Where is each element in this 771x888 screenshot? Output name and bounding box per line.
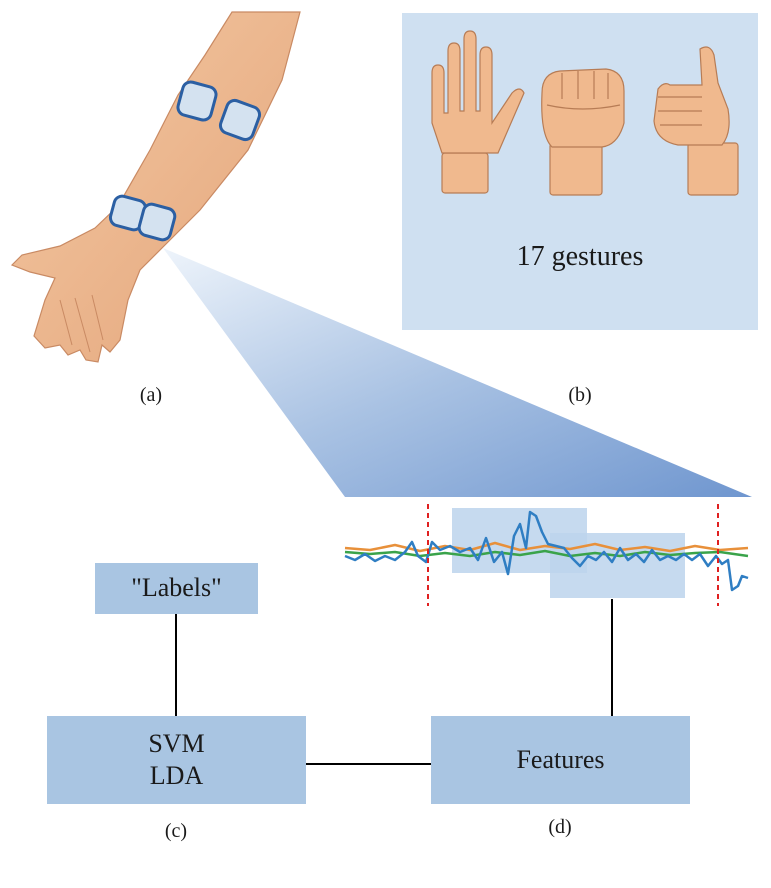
signal-green: [344, 549, 749, 558]
signal-orange: [344, 541, 749, 553]
panel-label-b: (b): [568, 384, 592, 406]
gesture-panel: 17 gestures: [402, 13, 758, 330]
panel-label-c: (c): [164, 820, 188, 842]
classifier-box: SVM LDA: [47, 716, 306, 804]
zoom-wedge: [163, 248, 752, 497]
panel-label-d: (d): [548, 816, 572, 838]
panel-label-a: (a): [139, 384, 163, 406]
fist-icon: [541, 68, 625, 196]
labels-box-text: "Labels": [131, 573, 222, 603]
analysis-window-2: [550, 533, 685, 598]
features-box: Features: [431, 716, 690, 804]
open-hand-icon: [431, 30, 525, 194]
emg-signal-plot: [344, 510, 749, 592]
signal-blue: [344, 510, 749, 592]
gesture-count-caption: 17 gestures: [516, 241, 644, 272]
arm-with-electrodes-illustration: [10, 11, 301, 363]
classifier-svm-text: SVM: [148, 728, 205, 758]
features-box-text: Features: [516, 744, 605, 774]
classifier-lda-text: LDA: [149, 761, 204, 790]
thumbs-up-icon: [653, 46, 739, 196]
labels-box: "Labels": [95, 563, 258, 614]
